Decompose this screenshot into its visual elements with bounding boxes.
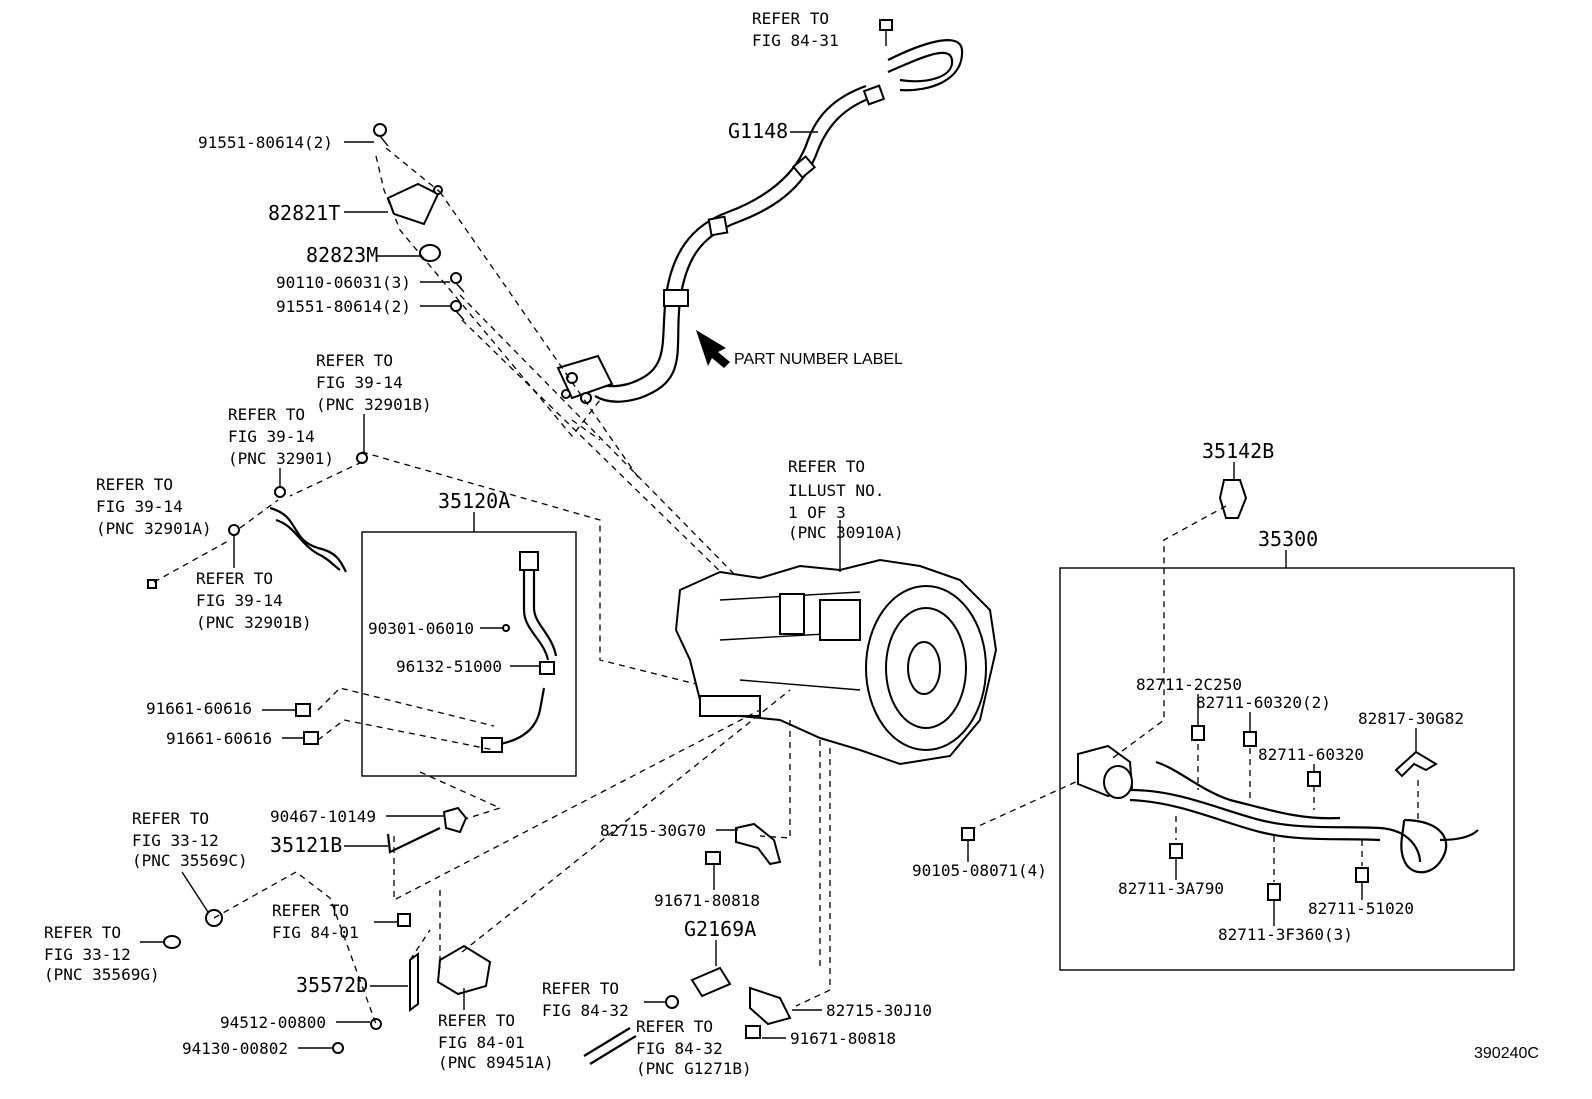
part-labels: REFER TO FIG 84-31 G1148 91551-80614(2) … [44,9,1539,1078]
refer-32901a-2: FIG 39-14 [96,497,183,516]
refer-84-32-b-2: FIG 84-32 [636,1039,723,1058]
refer-84-32-b-1: REFER TO [636,1017,713,1036]
refer-illust-2: ILLUST NO. [788,481,884,500]
bracket-82821t [373,123,465,321]
wire-harness-left [147,452,368,589]
label-94130: 94130-00802 [182,1039,288,1058]
label-91671-b: 91671-80818 [790,1029,896,1048]
refer-illust-1: REFER TO [788,457,865,476]
bolt-90105 [961,827,975,841]
label-82711-2c250: 82711-2C250 [1136,675,1242,694]
refer-illust-4: (PNC 30910A) [788,523,904,542]
refer-32901-1: REFER TO [228,405,305,424]
label-part-number: PART NUMBER LABEL [734,351,903,368]
refer-illust-3: 1 OF 3 [788,503,846,522]
refer-84-01-b-1: REFER TO [438,1011,515,1030]
label-91551-b: 91551-80614(2) [276,297,411,316]
label-g2169a: G2169A [684,917,756,941]
label-82715-30g70: 82715-30G70 [600,821,706,840]
label-82715-30j10: 82715-30J10 [826,1001,932,1020]
refer-32901b-top-3: (PNC 32901B) [316,395,432,414]
refer-32901b-bot-3: (PNC 32901B) [196,613,312,632]
refer-84-01-a-1: REFER TO [272,901,349,920]
harness-35300 [1077,479,1479,901]
refer-32901b-top-2: FIG 39-14 [316,373,403,392]
refer-35569c-1: REFER TO [132,809,209,828]
label-82711-51020: 82711-51020 [1308,899,1414,918]
refer-35569c-2: FIG 33-12 [132,831,219,850]
label-82823m: 82823M [306,243,378,267]
refer-32901b-bot-2: FIG 39-14 [196,591,283,610]
refer-84-01-a-2: FIG 84-01 [272,923,359,942]
label-91551-a: 91551-80614(2) [198,133,333,152]
label-g1148: G1148 [728,119,788,143]
box-35120a [361,531,577,777]
refer-84-01-b-3: (PNC 89451A) [438,1053,554,1072]
refer-35569g-3: (PNC 35569G) [44,965,160,984]
refer-84-32-a-2: FIG 84-32 [542,1001,629,1020]
transmission-assembly [674,520,998,766]
box-35300 [1059,567,1515,971]
refer-84-32-b-3: (PNC G1271B) [636,1059,752,1078]
refer-32901a-1: REFER TO [96,475,173,494]
label-82711-60320-2: 82711-60320(2) [1196,693,1331,712]
label-82711-60320: 82711-60320 [1258,745,1364,764]
label-90467: 90467-10149 [270,807,376,826]
bolts-91661 [295,703,319,745]
refer-35569g-1: REFER TO [44,923,121,942]
label-35300: 35300 [1258,527,1318,551]
label-90301: 90301-06010 [368,619,474,638]
sensor-assembly [481,551,558,753]
arrow-icon [696,330,730,368]
refer-35569c-3: (PNC 35569C) [132,851,248,870]
label-91661-b: 91661-60616 [166,729,272,748]
label-90110: 90110-06031(3) [276,273,411,292]
diagram-graphics [147,19,1515,1065]
label-35142b: 35142B [1202,439,1274,463]
label-35572d: 35572D [296,973,368,997]
label-91671-a: 91671-80818 [654,891,760,910]
figure-id: 390240C [1474,1045,1539,1062]
label-82711-3a790: 82711-3A790 [1118,879,1224,898]
label-82821t: 82821T [268,201,340,225]
refer-32901-2: FIG 39-14 [228,427,315,446]
label-90105: 90105-08071(4) [912,861,1047,880]
refer-32901a-3: (PNC 32901A) [96,519,212,538]
refer-84-32-a-1: REFER TO [542,979,619,998]
refer-32901b-bot-1: REFER TO [196,569,273,588]
label-94512: 94512-00800 [220,1013,326,1032]
label-35121b: 35121B [270,833,342,857]
refer-32901b-top-1: REFER TO [316,351,393,370]
refer-32901-3: (PNC 32901) [228,449,334,468]
refer-84-01-b-2: FIG 84-01 [438,1033,525,1052]
label-82711-3f360: 82711-3F360(3) [1218,925,1353,944]
label-96132: 96132-51000 [396,657,502,676]
label-35120a: 35120A [438,489,510,513]
label-82817: 82817-30G82 [1358,709,1464,728]
lower-middle-parts [583,822,792,1065]
refer-35569g-2: FIG 33-12 [44,945,131,964]
hose-g1148 [556,19,964,404]
label-91661-a: 91661-60616 [146,699,252,718]
refer-fig-84-31-line2: FIG 84-31 [752,31,839,50]
refer-fig-84-31-line1: REFER TO [752,9,829,28]
